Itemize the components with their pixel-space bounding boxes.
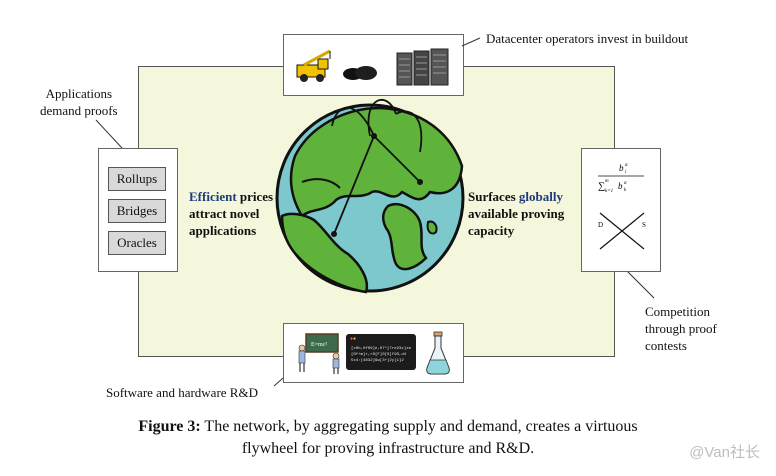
efficient-word: Efficient xyxy=(189,189,237,204)
terminal-dots: ●● xyxy=(350,337,357,342)
leader-top xyxy=(461,37,481,47)
app-chip-rollups: Rollups xyxy=(108,167,166,191)
efficient-line3: applications xyxy=(189,223,257,238)
globe-land-east xyxy=(382,203,428,271)
efficient-prices-text: Efficient prices attract novel applicati… xyxy=(189,188,273,239)
proof-contest-panel: b i α ∑ k=1 m b k α D S xyxy=(581,148,661,272)
caption-label: Figure 3: xyxy=(138,418,201,435)
connection-arc-3 xyxy=(395,110,423,153)
formula-denom-sub: k xyxy=(624,188,627,193)
app-chip-oracles: Oracles xyxy=(108,231,166,255)
formula-upper: m xyxy=(605,179,609,184)
supply-demand-cross: D S xyxy=(598,212,646,250)
globe-illustration xyxy=(275,98,465,294)
node-2 xyxy=(417,179,423,185)
watermark: @Van社长 xyxy=(689,444,760,461)
callout-competition: Competition through proof contests xyxy=(645,303,717,354)
server-rack-icon xyxy=(396,48,449,86)
callout-applications-line1: Applications xyxy=(45,86,113,101)
formula-num: b xyxy=(619,163,624,173)
callout-competition-line3: contests xyxy=(645,338,687,353)
surfaces-prefix: Surfaces xyxy=(468,189,519,204)
callout-competition-line1: Competition xyxy=(645,304,710,319)
callout-software: Software and hardware R&D xyxy=(106,385,258,400)
board-text: E=mc² xyxy=(311,342,327,348)
efficient-rest: prices xyxy=(236,189,274,204)
formula-lower: k=1 xyxy=(605,189,613,194)
globe-land-west xyxy=(280,212,369,294)
terminal-window: ●● [x0b,0f09]e,07*[7re23z]xe [0f+m]r,r9[… xyxy=(346,334,416,370)
callout-applications-line2: demand proofs xyxy=(40,103,118,118)
globally-word: globally xyxy=(518,189,563,204)
share-formula: b i α ∑ k=1 m b k α xyxy=(598,163,644,194)
flask-icon xyxy=(426,331,450,375)
node-3 xyxy=(331,231,337,237)
terminal-line-2: [0f+m]r,r9[F]0[S]f9S,d4 xyxy=(351,353,407,357)
formula-sum: ∑ xyxy=(598,181,605,192)
classroom-icon: E=mc² xyxy=(298,333,340,374)
figure-caption: Figure 3: The network, by aggregating su… xyxy=(0,416,776,460)
callout-datacenter: Datacenter operators invest in buildout xyxy=(486,31,689,46)
globe-island xyxy=(426,220,438,235)
label-s: S xyxy=(642,221,646,229)
terminal-line-3: 5x4:[4832]9w[3+]2y[1]2 xyxy=(351,359,404,363)
applications-panel: Rollups Bridges Oracles xyxy=(98,148,178,272)
globe-land-north xyxy=(289,106,464,218)
formula-num-sub: i xyxy=(625,170,627,175)
terminal-line-1: [x0b,0f09]e,07*[7re23z]xe xyxy=(351,347,412,351)
connection-line-1 xyxy=(333,135,375,235)
node-1 xyxy=(371,133,377,139)
leader-competition xyxy=(625,269,655,299)
formula-num-sup: α xyxy=(625,163,628,168)
callout-competition-line2: through proof xyxy=(645,321,717,336)
caption-line1: The network, by aggregating supply and d… xyxy=(200,418,638,435)
coal-pile-icon xyxy=(343,66,377,80)
leader-applications xyxy=(95,119,123,149)
efficient-line2: attract novel xyxy=(189,206,260,221)
surfaces-line3: capacity xyxy=(468,223,515,238)
label-d: D xyxy=(598,221,603,229)
connection-arc-2 xyxy=(367,98,397,137)
formula-denom-b: b xyxy=(618,181,623,191)
research-panel: E=mc² ●● [x0b,0f09]e,07*[7re23z]xe [0f+m… xyxy=(283,323,464,383)
surfaces-line2: available proving xyxy=(468,206,565,221)
datacenter-panel xyxy=(283,34,464,96)
globe-coast-line xyxy=(301,178,341,189)
callout-applications: Applications demand proofs xyxy=(40,85,118,119)
app-chip-bridges: Bridges xyxy=(108,199,166,223)
caption-line2: flywheel for proving infrastructure and … xyxy=(241,440,535,457)
connection-line-2 xyxy=(373,135,421,183)
surfaces-text: Surfaces globally available proving capa… xyxy=(468,188,564,239)
formula-denom-sup: α xyxy=(624,181,627,186)
crane-truck-icon xyxy=(296,49,331,82)
